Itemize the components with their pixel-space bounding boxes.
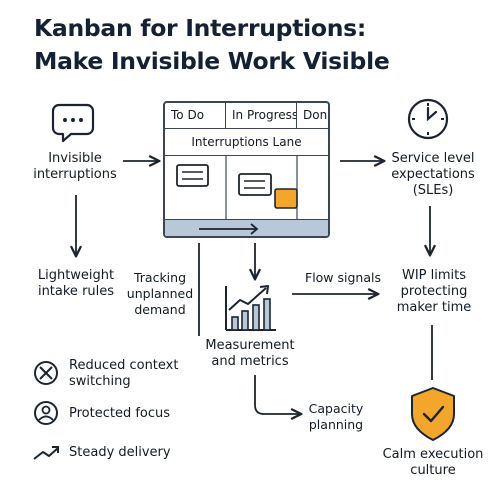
label-sle: Service level expectations (SLEs) [378,151,488,199]
label-wip-line-2: protecting [400,284,468,299]
card-in-progress-icon [238,173,272,196]
board-footer [165,219,328,236]
label-flow-signals: Flow signals [305,270,381,285]
speech-bubble-icon [51,103,95,143]
card-todo-icon [176,164,209,187]
label-measurement-line-1: Measurement [205,338,295,353]
label-tracking-demand: Tracking unplanned demand [123,270,197,318]
person-icon [34,401,58,425]
benefit-protected-focus: Protected focus [69,406,171,421]
label-calm-line-1: Calm execution [382,447,484,462]
label-intake-line-2: intake rules [37,284,115,299]
label-measurement-metrics: Measurement and metrics [198,338,302,370]
benefit-reduced-context-switching: Reduced context switching [69,358,179,389]
label-tracking-line-1: Tracking [133,270,187,285]
clock-icon [407,98,449,140]
label-invisible-line-1: Invisible [48,151,102,166]
label-wip-line-3: maker time [396,300,472,315]
label-capacity-planning: Capacity planning [300,401,372,433]
label-calm-line-2: culture [410,463,456,478]
label-tracking-line-2: unplanned [126,286,194,301]
label-capacity-line-2: planning [308,417,364,432]
column-todo: To Do [165,103,226,128]
label-tracking-line-3: demand [134,302,186,317]
label-sle-line-3: (SLEs) [412,183,454,198]
board-footer-arrow [199,223,259,235]
interruptions-lane: Interruptions Lane [165,129,328,156]
column-done: Don [303,108,328,122]
label-intake-line-1: Lightweight [37,268,115,283]
label-invisible-interruptions: Invisible interruptions [18,151,132,183]
label-measurement-line-2: and metrics [211,354,289,369]
benefit-steady-delivery: Steady delivery [69,445,171,460]
page-title: Kanban for Interruptions: Make Invisible… [34,12,390,78]
label-sle-line-2: expectations [391,167,475,182]
label-invisible-line-2: interruptions [33,167,117,182]
label-wip-limits: WIP limits protecting maker time [382,268,486,316]
title-line-2: Make Invisible Work Visible [34,47,390,75]
kanban-board: To Do In Progress Don Interruptions Lane [163,101,330,238]
arrow-measurement-to-capacity [254,375,300,414]
label-intake-rules: Lightweight intake rules [24,268,128,300]
board-columns: To Do In Progress Don [165,103,328,129]
card-highlight-icon [274,188,298,209]
column-in-progress: In Progress [226,103,297,128]
title-line-1: Kanban for Interruptions: [34,14,366,42]
trend-arrow-icon [33,446,59,460]
label-wip-line-1: WIP limits [401,268,467,283]
label-sle-line-1: Service level [391,151,475,166]
circle-x-icon [34,361,58,385]
label-capacity-line-1: Capacity [308,401,364,416]
shield-check-icon [411,387,455,441]
label-calm-culture: Calm execution culture [374,447,492,479]
bar-chart-trend-icon [225,285,276,331]
